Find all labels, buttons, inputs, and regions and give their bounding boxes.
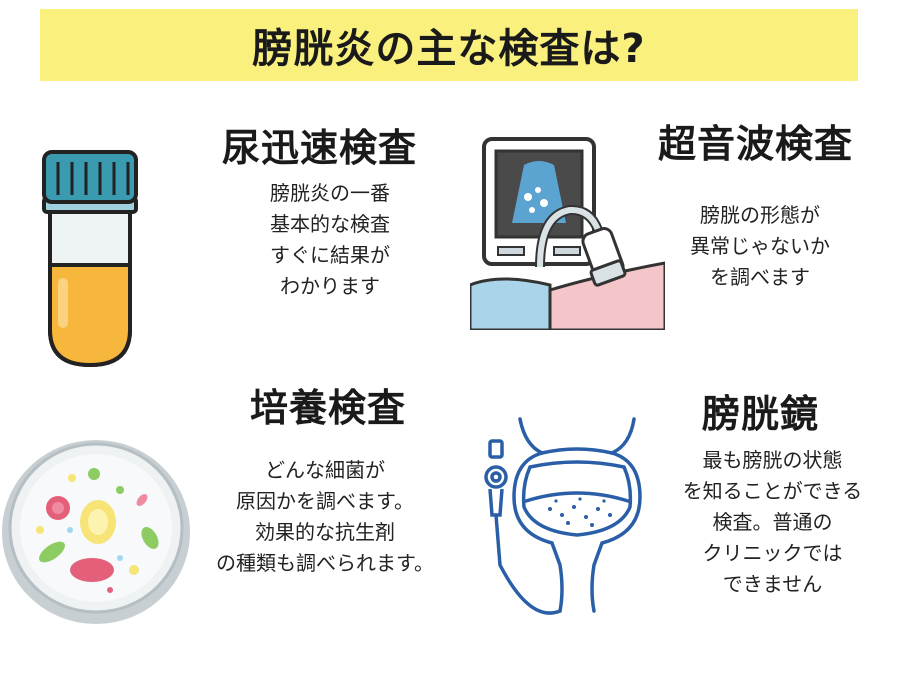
section-description-cystoscopy: 最も膀胱の状態 を知ることができる 検査。普通の クリニックでは できません xyxy=(650,445,895,600)
description-line: 最も膀胱の状態 xyxy=(702,448,843,472)
description-line: わかります xyxy=(280,274,380,298)
description-line: 原因かを調べます。 xyxy=(236,489,414,513)
description-line: 異常じゃないか xyxy=(690,234,830,258)
description-line: できません xyxy=(722,572,823,596)
description-line: の種類も調べられます。 xyxy=(216,551,434,575)
section-description-urine-test: 膀胱炎の一番 基本的な検査 すぐに結果が わかります xyxy=(230,178,430,302)
section-description-ultrasound: 膀胱の形態が 異常じゃないか を調べます xyxy=(670,200,850,293)
description-line: 基本的な検査 xyxy=(270,212,390,236)
description-line: 効果的な抗生剤 xyxy=(255,520,395,544)
section-heading-ultrasound: 超音波検査 xyxy=(658,122,854,166)
description-line: 膀胱炎の一番 xyxy=(270,181,390,205)
description-line: 検査。普通の xyxy=(712,510,833,534)
urine-sample-tube-icon xyxy=(42,150,138,368)
description-line: どんな細菌が xyxy=(265,458,385,482)
description-line: 膀胱の形態が xyxy=(700,203,820,227)
description-line: を調べます xyxy=(710,265,810,289)
section-description-culture-test: どんな細菌が 原因かを調べます。 効果的な抗生剤 の種類も調べられます。 xyxy=(200,455,450,579)
description-line: すぐに結果が xyxy=(270,243,390,267)
section-heading-culture-test: 培養検査 xyxy=(250,386,407,430)
page-title: 膀胱炎の主な検査は? xyxy=(252,26,646,72)
section-heading-urine-test: 尿迅速検査 xyxy=(222,126,418,170)
title-banner: 膀胱炎の主な検査は? xyxy=(40,9,858,81)
description-line: を知ることができる xyxy=(682,479,863,503)
ultrasound-machine-icon xyxy=(470,137,665,330)
petri-dish-bacteria-icon xyxy=(2,440,190,624)
section-heading-cystoscopy: 膀胱鏡 xyxy=(702,392,820,436)
cystoscope-bladder-icon xyxy=(484,417,642,615)
description-line: クリニックでは xyxy=(702,541,843,565)
